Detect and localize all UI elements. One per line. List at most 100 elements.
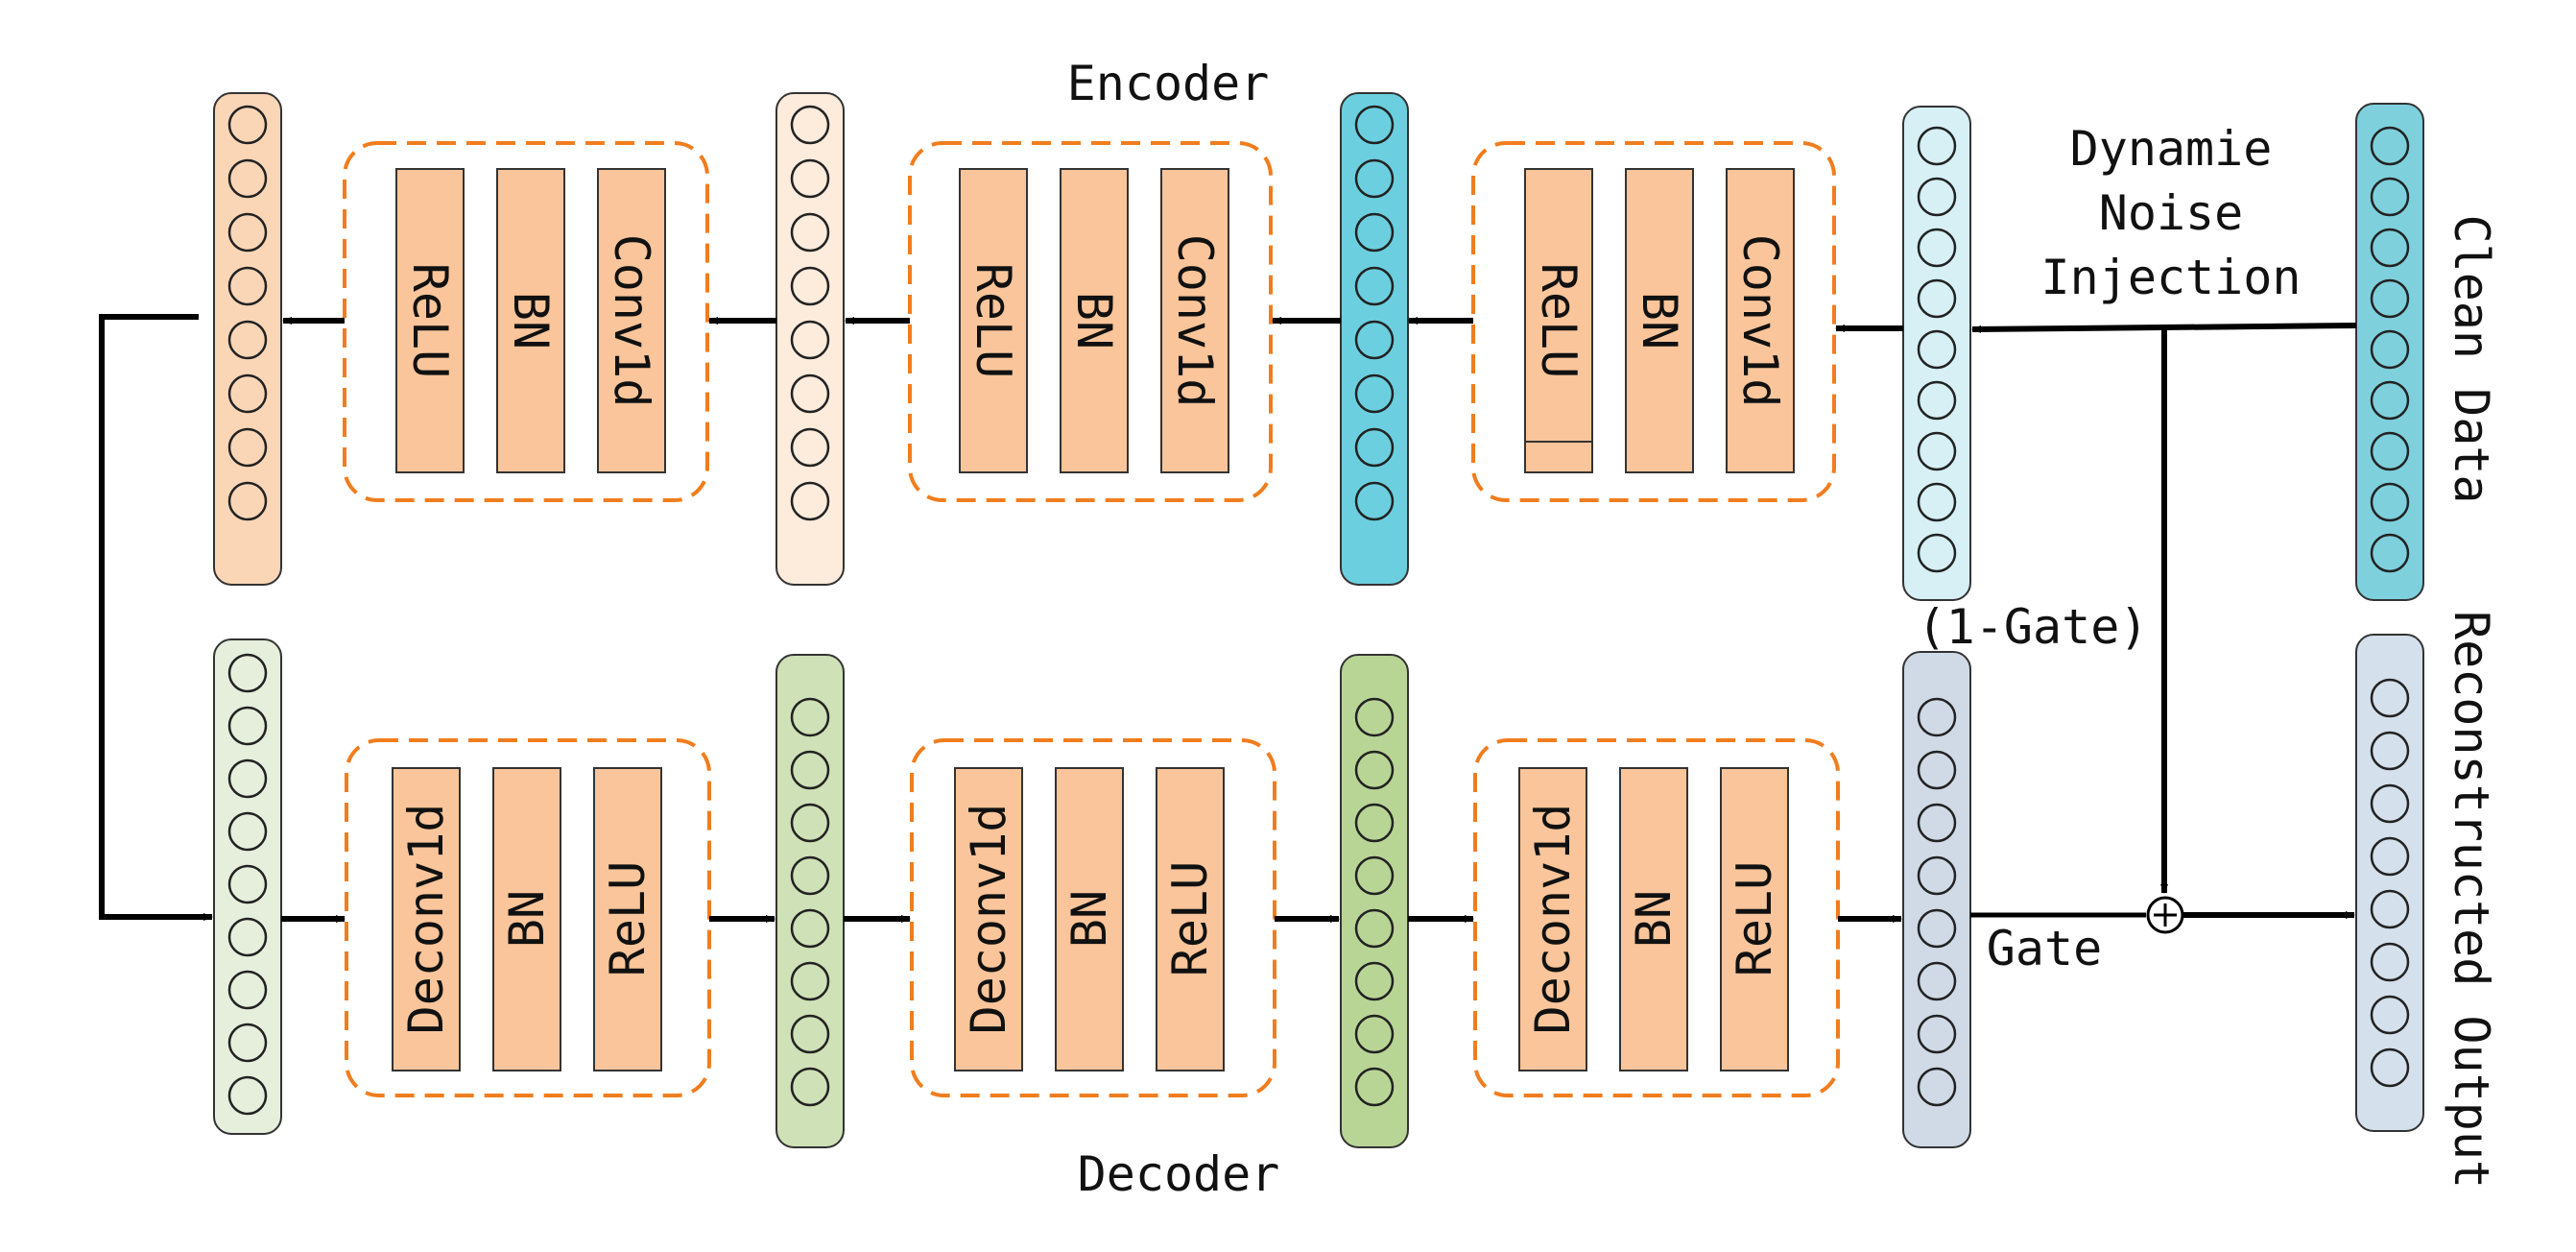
decoder-group-3-relu-label: ReLU [1727,861,1782,976]
decoder-column-2 [775,654,845,1148]
neuron-node [2370,329,2410,370]
neuron-node [1917,697,1957,737]
neuron-node [1354,427,1395,468]
neuron-node [1354,212,1395,253]
neuron-node [790,908,830,949]
neuron-node [1917,228,1957,268]
encoder-group-3-relu-label: ReLU [1531,263,1586,378]
neuron-node [227,212,268,253]
decoder-group-1: Deconv1d BN ReLU [345,738,711,1097]
decoder-group-3-deconv1d-label: Deconv1d [1525,804,1581,1035]
encoder-group-2-bn-label: BN [1066,292,1122,349]
decoder-group-1-relu-label: ReLU [600,861,656,976]
neuron-node [227,970,268,1010]
encoder-group-2-relu-label: ReLU [966,263,1021,378]
neuron-node [1354,320,1395,360]
decoder-group-2: Deconv1d BN ReLU [910,738,1276,1097]
neuron-node [1354,750,1395,790]
neuron-node [227,917,268,957]
neuron-node [1917,855,1957,896]
encoder-group-1: ReLU BN Conv1d [343,141,709,502]
neuron-node [790,320,830,360]
neuron-node [1354,158,1395,199]
encoder-group-3-conv1d-label: Conv1d [1732,234,1788,408]
neuron-node [1917,177,1957,217]
neuron-node [2370,995,2410,1035]
neuron-node [2370,678,2410,718]
decoder-group-1-deconv1d-label: Deconv1d [398,804,454,1035]
reconstructed-output-label: Reconstructed Output [2444,611,2499,1189]
neuron-node [2370,482,2410,522]
neuron-node [1917,431,1957,471]
decoder-group-1-bn-label: BN [499,890,555,948]
neuron-node [2370,278,2410,319]
decoder-group-2-relu-label: ReLU [1162,861,1218,976]
neuron-node [790,427,830,468]
neuron-node [790,266,830,306]
encoder-column-1 [213,92,282,586]
neuron-node [1917,1067,1957,1107]
neuron-node [790,1067,830,1107]
neuron-node [2370,942,2410,982]
neuron-node [1354,266,1395,306]
neuron-node [2370,177,2410,217]
neuron-node [1354,373,1395,414]
decoder-title: Decoder [1078,1146,1280,1202]
decoder-column-4 [1902,651,1971,1148]
encoder-column-2 [775,92,845,586]
encoder-row: ReLU BN Conv1d ReLU BN Conv1d ReLU BN Co… [213,92,2424,601]
neuron-node [227,373,268,414]
neuron-node [1917,803,1957,843]
encoder-column-3 [1340,92,1409,586]
neuron-node [1917,1014,1957,1054]
neuron-node [1354,1014,1395,1054]
encoder-group-1-relu-label: ReLU [402,263,458,378]
neuron-node [790,1014,830,1054]
noise-label-line-2: Noise [2099,185,2244,241]
neuron-node [1354,855,1395,896]
neuron-node [790,803,830,843]
encoder-group-1-bn-label: BN [503,292,559,349]
neuron-node [1917,482,1957,522]
neuron-node [2370,126,2410,166]
encoder-group-3: ReLU BN Conv1d [1471,141,1836,502]
noise-label-line-1: Dynamie [2070,121,2273,177]
neuron-node [1917,750,1957,790]
neuron-node [227,1075,268,1116]
one-minus-gate-label: (1-Gate) [1918,599,2149,655]
reconstructed-output-column [2355,634,2424,1132]
neuron-node [2370,533,2410,573]
neuron-node [1917,533,1957,573]
neuron-node [790,158,830,199]
neuron-node [790,697,830,737]
neuron-node [227,427,268,468]
clean-data-column [2355,103,2424,601]
neuron-node [227,811,268,852]
encoder-group-2: ReLU BN Conv1d [908,141,1273,502]
decoder-column-3 [1340,654,1409,1148]
clean-data-arrow [1971,323,2357,333]
encoder-group-1-conv1d-label: Conv1d [604,234,659,408]
bottleneck-connector [99,314,213,921]
neuron-node [2370,731,2410,771]
neuron-node [227,158,268,199]
neuron-node [227,706,268,746]
encoder-group-2-conv1d-label: Conv1d [1167,234,1223,408]
decoder-group-3-bn-label: BN [1626,890,1682,948]
neuron-node [227,1023,268,1063]
decoder-row: Deconv1d BN ReLU Deconv1d BN ReLU Deconv… [213,634,2424,1148]
neuron-node [1917,961,1957,1001]
neuron-node [1354,803,1395,843]
neuron-node [227,266,268,306]
neuron-node [227,758,268,799]
neuron-node [790,373,830,414]
neuron-node [1917,329,1957,370]
decoder-column-1 [213,638,282,1135]
encoder-title: Encoder [1067,56,1270,111]
neuron-node [2370,889,2410,929]
neuron-node [227,105,268,145]
neuron-node [1354,1067,1395,1107]
sum-node [2146,896,2184,934]
neuron-node [1354,961,1395,1001]
